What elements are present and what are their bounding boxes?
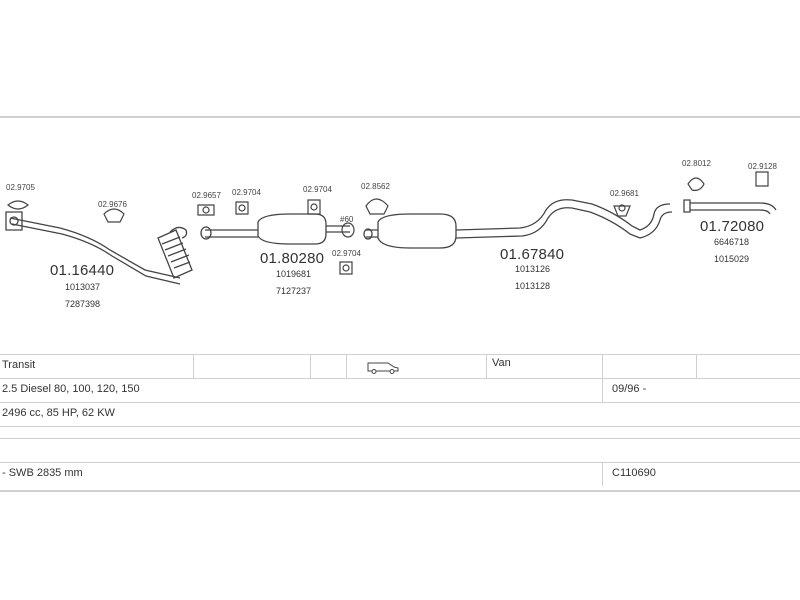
- rear-pipe: [690, 202, 777, 215]
- part-ref: 1013037: [65, 282, 101, 292]
- body-cell: Van: [492, 357, 511, 369]
- clamp-9676: [103, 208, 125, 223]
- table-divider: [602, 378, 603, 402]
- accessory-label: 02.9704: [332, 249, 361, 258]
- part-ref: 1013128: [515, 281, 551, 291]
- accessory-label: 02.9657: [192, 191, 221, 200]
- clamp-8012: [687, 177, 705, 191]
- accessory-label: 02.8562: [361, 182, 390, 191]
- table-line: [0, 426, 800, 427]
- table-divider: [346, 354, 347, 378]
- accessory-label: 02.9128: [748, 162, 777, 171]
- catalog-cell: C110690: [612, 467, 656, 479]
- table-line: [0, 438, 800, 439]
- center-silencer: [377, 213, 457, 249]
- part-ref: 7127237: [276, 286, 312, 296]
- table-line: [0, 462, 800, 463]
- part-ref: 1015029: [714, 254, 750, 264]
- clamp-8562: [365, 198, 389, 215]
- part-ref: 6646718: [714, 237, 750, 247]
- table-divider: [310, 354, 311, 378]
- engine-cell: 2.5 Diesel 80, 100, 120, 150: [2, 383, 140, 395]
- table-divider: [602, 354, 603, 378]
- table-divider: [602, 462, 603, 486]
- table-line: [0, 354, 800, 355]
- accessory-label: 02.8012: [682, 159, 711, 168]
- diagram-frame: [0, 116, 800, 492]
- spec-cell: 2496 cc, 85 HP, 62 KW: [2, 407, 115, 419]
- hanger-9657: [197, 204, 215, 216]
- model-cell: Transit: [2, 359, 36, 371]
- wheelbase-cell: - SWB 2835 mm: [2, 467, 83, 479]
- middle-pipe: [205, 229, 258, 238]
- accessory-label: 02.9676: [98, 200, 127, 209]
- part-ref: 7287398: [65, 299, 101, 309]
- middle-silencer: [257, 213, 327, 245]
- hanger-9704b: [307, 199, 321, 215]
- hanger-9704c: [339, 261, 353, 275]
- table-divider: [486, 354, 487, 378]
- van-icon: [367, 362, 399, 374]
- accessory-label: 02.9681: [610, 189, 639, 198]
- part-code-front: 01.16440: [50, 262, 115, 279]
- part-ref: 1013126: [515, 264, 551, 274]
- part-code-rear: 01.72080: [700, 218, 765, 235]
- ring-60: [341, 222, 355, 238]
- front-flange-left: [5, 211, 23, 231]
- table-divider: [193, 354, 194, 378]
- center-pipe: [366, 229, 378, 238]
- flex-pipe: [157, 229, 193, 279]
- exhaust-system-diagram: [5, 171, 777, 285]
- table-line: [0, 402, 800, 403]
- part-code-center: 01.67840: [500, 246, 565, 263]
- part-code-middle: 01.80280: [260, 250, 325, 267]
- hanger-9128: [755, 171, 769, 187]
- table-line: [0, 378, 800, 379]
- ring-label: #60: [340, 215, 354, 224]
- gasket-9705: [7, 200, 29, 210]
- accessory-label: 02.9705: [6, 183, 35, 192]
- tail-pipe: [455, 199, 671, 231]
- part-ref: 1019681: [276, 269, 312, 279]
- accessory-label: 02.9704: [232, 188, 261, 197]
- table-divider: [696, 354, 697, 378]
- front-pipe: [9, 217, 181, 279]
- date-cell: 09/96 -: [612, 383, 647, 395]
- accessory-label: 02.9704: [303, 185, 332, 194]
- hanger-9704a: [235, 201, 249, 215]
